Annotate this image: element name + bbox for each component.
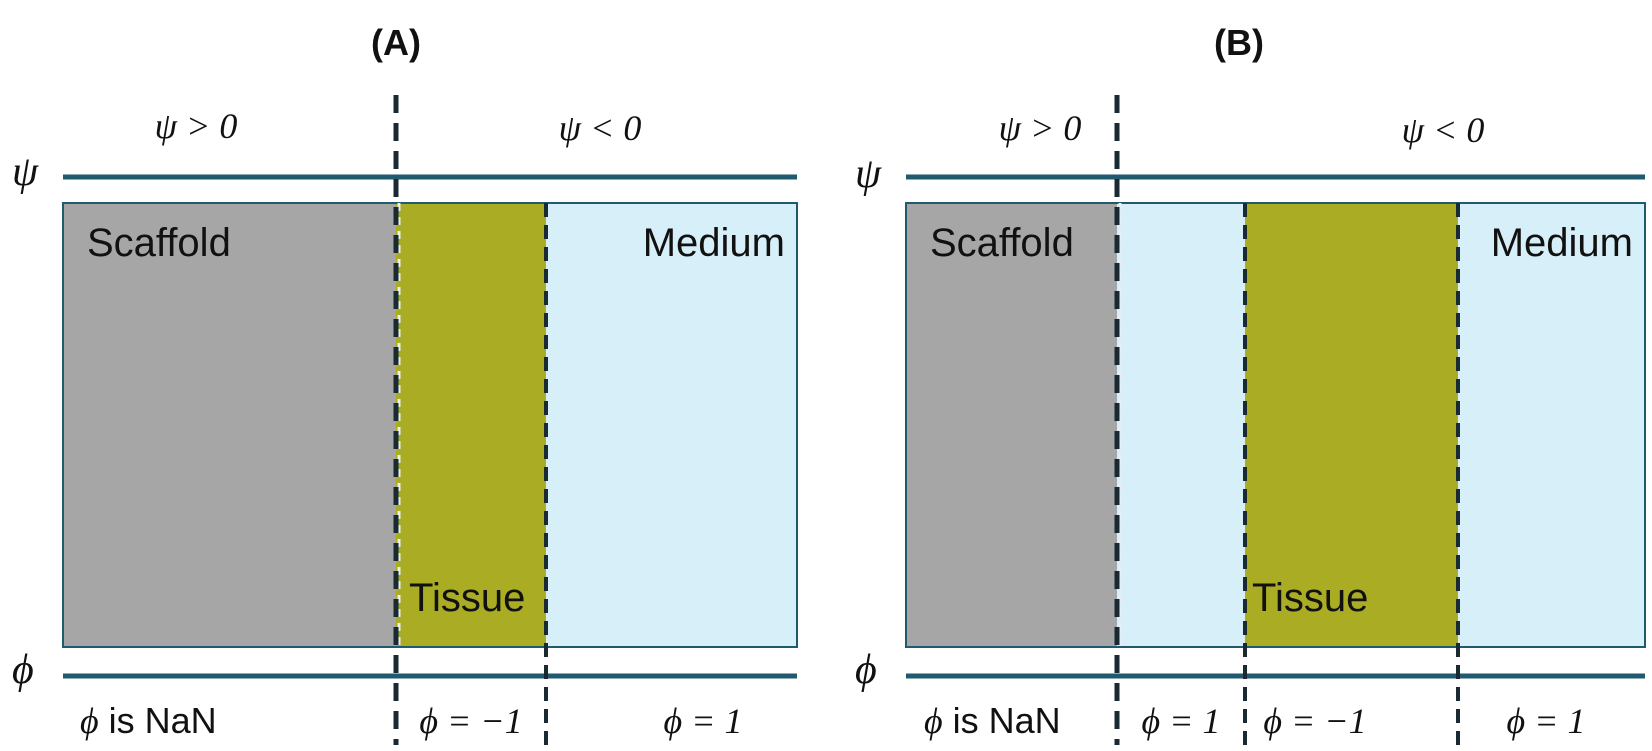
panel-b-phi-nan-text: is NaN xyxy=(943,700,1061,741)
panel-b-tissue-label: Tissue xyxy=(1252,576,1368,620)
panel-b-medium-region xyxy=(1458,203,1645,647)
panel-b-phi-medium-value: ϕ = 1 xyxy=(1507,701,1586,741)
panel-b-medium-gap-region xyxy=(1117,203,1245,647)
panel-b-medium-label: Medium xyxy=(1491,221,1633,265)
panel-b-psi-positive: ψ > 0 xyxy=(999,108,1082,148)
panel-b-domain-border xyxy=(905,202,1646,648)
panel-b-psi-negative: ψ < 0 xyxy=(1402,110,1485,150)
panel-a-psi-axis-label: ψ xyxy=(12,149,39,195)
panel-a-phi-medium-value: ϕ = 1 xyxy=(664,701,743,741)
panel-a-medium-label: Medium xyxy=(643,221,785,265)
panel-a-domain-border xyxy=(62,202,798,648)
panel-a-phi-nan-text: is NaN xyxy=(99,700,217,741)
panel-a-phi-nan-symbol: ϕ xyxy=(80,701,99,741)
panel-a-tissue-label: Tissue xyxy=(409,576,525,620)
panel-b-scaffold-region xyxy=(906,203,1117,647)
panel-a-phi-axis-label: ϕ xyxy=(12,647,34,693)
panel-a-psi-negative: ψ < 0 xyxy=(559,108,642,148)
panel-b-phi-nan-symbol: ϕ xyxy=(924,701,943,741)
panel-b-phi-tissue-value: ϕ = −1 xyxy=(1263,701,1366,741)
panel-a-scaffold-label: Scaffold xyxy=(87,221,231,265)
panel-a-scaffold-region xyxy=(63,203,396,647)
panel-b-label: (B) xyxy=(1214,22,1264,63)
panel-b-phi-gap-value: ϕ = 1 xyxy=(1142,701,1221,741)
panel-a-phi-nan: ϕ is NaN xyxy=(80,700,217,741)
panel-a: (A) ψ > 0 ψ < 0 ψ Scaffold Tissue Medium… xyxy=(12,22,798,745)
panel-a-psi-positive: ψ > 0 xyxy=(155,106,238,146)
panel-b-phi-nan: ϕ is NaN xyxy=(924,700,1061,741)
panel-a-phi-tissue-value: ϕ = −1 xyxy=(419,701,522,741)
panel-b-scaffold-label: Scaffold xyxy=(930,221,1074,265)
panel-b-phi-axis-label: ϕ xyxy=(855,647,877,693)
panel-a-medium-region xyxy=(546,203,797,647)
panel-a-label: (A) xyxy=(371,22,421,63)
panel-b: (B) ψ > 0 ψ < 0 ψ Scaffold Tissue Medium… xyxy=(855,22,1646,745)
panel-b-psi-axis-label: ψ xyxy=(855,151,882,197)
panel-a-tissue-region xyxy=(396,203,546,647)
panel-b-tissue-region xyxy=(1245,203,1458,647)
